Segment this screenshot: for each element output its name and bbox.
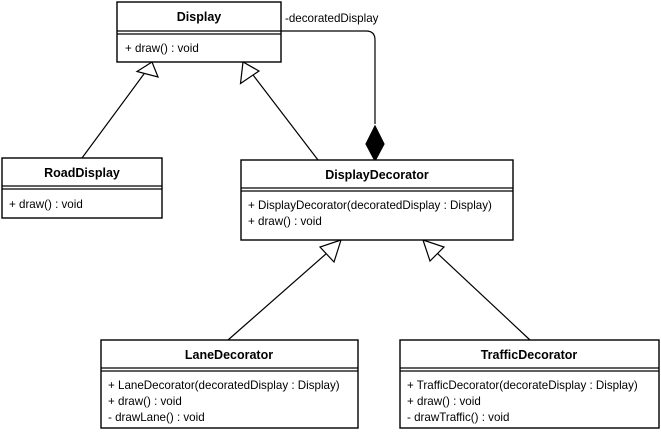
class-member: - drawTraffic() : void: [407, 411, 509, 424]
class-member: + LaneDecorator(decoratedDisplay : Displ…: [108, 379, 340, 392]
edge-lane-decorator-inherits-display-decorator[interactable]: [227, 239, 342, 341]
generalization-arrowhead-icon: [135, 61, 159, 78]
generalization-arrowhead-icon: [239, 61, 261, 85]
edge-line: [81, 70, 147, 159]
class-member: + draw() : void: [125, 42, 199, 55]
class-box-lane-decorator[interactable]: LaneDecorator + LaneDecorator(decoratedD…: [100, 339, 359, 429]
class-box-outline: [100, 339, 359, 429]
class-member: + draw() : void: [108, 395, 182, 408]
class-box-outline: [399, 339, 660, 429]
class-box-traffic-decorator[interactable]: TrafficDecorator + TrafficDecorator(deco…: [399, 339, 660, 429]
class-member: + TrafficDecorator(decorateDisplay : Dis…: [407, 379, 638, 392]
class-member: - drawLane() : void: [108, 411, 205, 424]
class-box-outline: [240, 159, 514, 241]
class-box-outline: [1, 157, 163, 219]
composition-diamond-icon: [365, 124, 385, 163]
class-name-display: Display: [177, 10, 222, 24]
class-box-road-display[interactable]: RoadDisplay + draw() : void: [1, 157, 163, 219]
edge-traffic-decorator-inherits-display-decorator[interactable]: [422, 239, 531, 341]
class-member: + draw() : void: [248, 215, 322, 228]
edge-line: [249, 70, 319, 161]
edge-line: [436, 252, 531, 341]
class-name-road-display: RoadDisplay: [44, 166, 120, 180]
class-name-lane-decorator: LaneDecorator: [185, 348, 273, 362]
edge-road-display-inherits-display[interactable]: [81, 61, 159, 159]
class-name-traffic-decorator: TrafficDecorator: [481, 348, 578, 362]
generalization-arrowhead-icon: [422, 239, 446, 263]
class-member: + draw() : void: [9, 198, 83, 211]
class-box-display-decorator[interactable]: DisplayDecorator + DisplayDecorator(deco…: [240, 159, 514, 241]
class-box-outline: [116, 1, 282, 63]
edge-line: [227, 252, 328, 341]
edge-display-decorator-inherits-display[interactable]: [239, 61, 319, 161]
association-role-label-decorated-display: -decoratedDisplay: [285, 12, 379, 25]
relationship-layer: [81, 30, 531, 341]
edge-line: [281, 30, 376, 124]
class-name-display-decorator: DisplayDecorator: [325, 168, 429, 182]
class-box-display[interactable]: Display + draw() : void: [116, 1, 282, 63]
class-member: + DisplayDecorator(decoratedDisplay : Di…: [248, 199, 492, 212]
generalization-arrowhead-icon: [318, 239, 342, 264]
class-member: + draw() : void: [407, 395, 481, 408]
edge-display-decorator-composes-display[interactable]: [281, 30, 385, 163]
